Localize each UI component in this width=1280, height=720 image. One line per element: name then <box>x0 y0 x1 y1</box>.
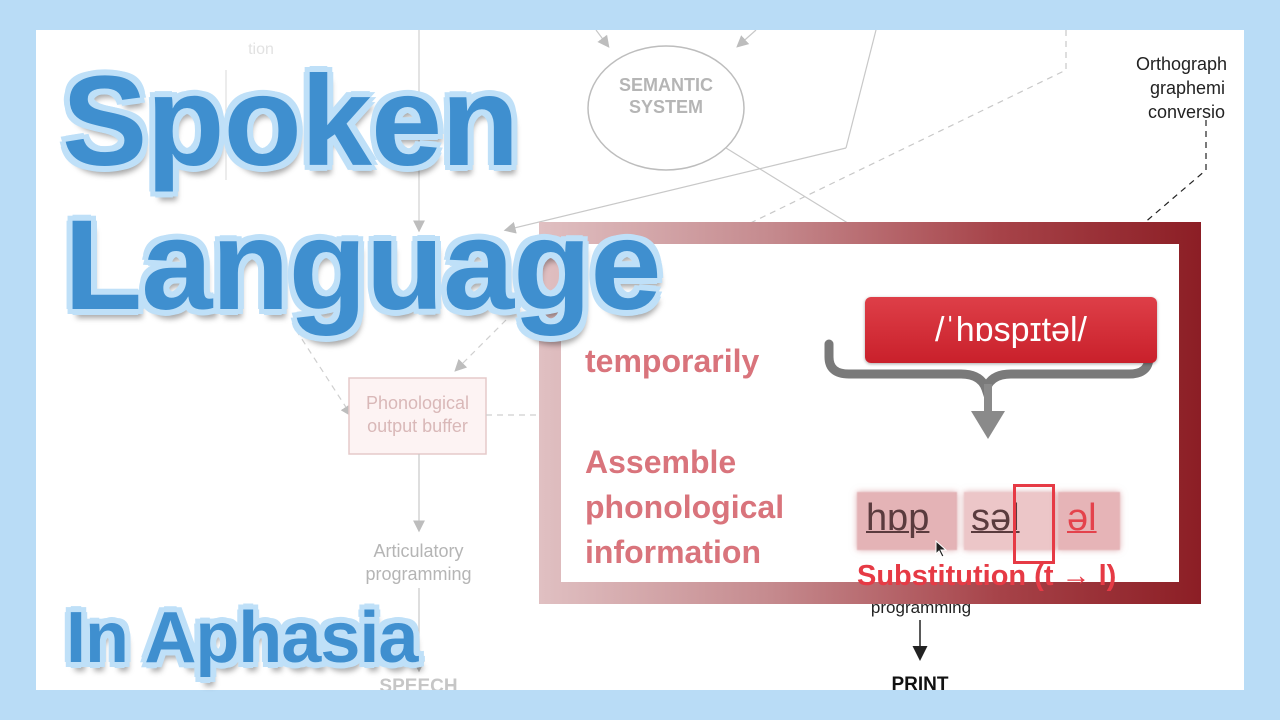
language-model-diagram <box>225 30 1207 673</box>
semantic-system-label: SEMANTIC SYSTEM <box>619 75 713 117</box>
speech-label: SPEECH <box>379 676 458 690</box>
articulatory-label: Articulatory programming <box>365 541 472 584</box>
phonological-buffer-label: Phonological output buffer <box>365 393 470 436</box>
title-line-1: Spoken <box>62 50 519 193</box>
segment-block-3 <box>1058 492 1120 550</box>
substitution-highlight-box <box>1013 484 1055 564</box>
zoom-panel: temporarily Assemble phonological inform… <box>539 222 1201 604</box>
segment-block-1 <box>857 492 957 550</box>
segment-3-text: əl <box>1067 497 1097 539</box>
segment-1-text: hɒp <box>866 497 930 539</box>
semantic-system-node <box>587 45 745 171</box>
subtitle: In Aphasia <box>66 598 418 678</box>
title-line-2: Language <box>64 194 661 337</box>
faded-top-left-label: tion <box>248 41 274 58</box>
segment-2-text: səl <box>971 497 1020 539</box>
mouse-cursor-icon <box>935 540 948 558</box>
ipa-transcription-box: /ˈhɒspɪtəl/ <box>865 297 1157 363</box>
assemble-step-text: Assemble phonological information <box>585 444 785 570</box>
orthographic-label: Orthograph graphemi conversio <box>1136 54 1228 122</box>
phonological-buffer-node <box>348 377 487 455</box>
segment-block-2 <box>964 492 1056 550</box>
zoom-panel-content: temporarily Assemble phonological inform… <box>561 244 1179 592</box>
substitution-label: Substitution (t → l) <box>857 560 1117 592</box>
print-label: PRINT <box>891 674 949 690</box>
brace-arrow-graphic <box>824 339 1154 439</box>
hold-step-text: temporarily <box>585 343 760 379</box>
